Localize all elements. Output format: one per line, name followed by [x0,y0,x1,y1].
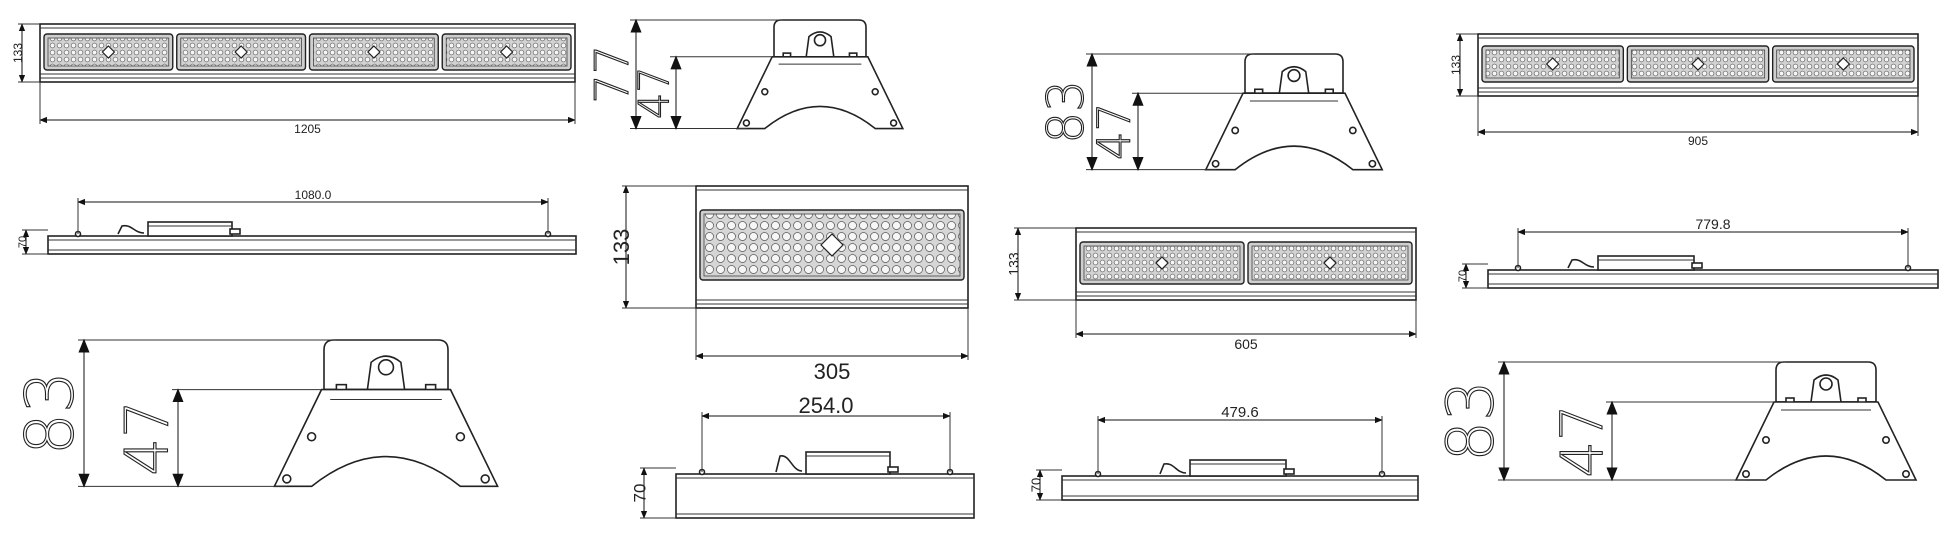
driver-box [147,221,233,237]
side-view-side-1080: 1080.0 70 [17,188,577,255]
dimension-label: 1080.0 [295,188,332,202]
driver-box [1189,459,1287,477]
center-diamond-marker [820,233,844,257]
dimension-label: 83 [1435,380,1509,461]
power-cable [117,224,145,235]
dimension-label: 47 [1088,103,1141,160]
dimension-label: 1205 [294,122,321,136]
dimension-label: 254.0 [798,393,853,418]
hanger-hole [813,33,827,47]
led-array [1083,245,1241,281]
dimension-label: 70 [17,236,29,248]
dimension-label: 905 [1688,134,1708,148]
reflector-arch [1734,401,1918,481]
dimension-label: 305 [814,359,851,384]
fastener-screw [1902,469,1911,478]
dimension-label: 133 [1449,55,1463,75]
center-diamond-marker [367,45,381,59]
side-view-side-479: 479.6 70 [1028,404,1419,501]
fastener-screw [1368,159,1377,168]
dimension-label: 779.8 [1695,216,1730,232]
center-diamond-marker [1545,57,1560,71]
hanger-hole [1819,377,1833,391]
center-diamond-marker [1836,57,1851,71]
cable-gland [1283,468,1295,475]
fastener-screw [871,88,879,96]
front-view-front-1205: 1205 133 [11,23,576,136]
cable-gland [229,228,241,235]
bracket-view-bracket-83-47-large: 83 47 [11,338,499,488]
dimension-label: 47 [1549,404,1616,477]
dimension-label: 83 [1037,80,1095,144]
dimension-label: 70 [1028,478,1043,492]
fastener-screw [742,119,751,127]
fastener-screw [480,474,490,484]
center-diamond-marker [1155,256,1169,270]
dimension-label: 47 [114,400,183,476]
fastener-screw [761,88,769,96]
driver-box [1597,255,1695,271]
hanger-hole [377,359,395,376]
power-cable [775,455,803,473]
dimension-label: 133 [11,43,25,63]
fastener-screw [1762,435,1771,444]
fastener-screw [306,431,317,442]
reflector-arch [735,56,905,130]
front-view-front-305: 305 133 [609,185,969,384]
power-cable [1159,463,1187,475]
front-view-front-605: 605 133 [1006,227,1417,352]
dimension-label: 70 [630,484,649,503]
hanger-hole [1287,68,1301,83]
fastener-screw [1348,126,1357,135]
fastener-screw [455,431,466,442]
fixture-body [47,235,577,255]
dimension-label: 83 [11,371,88,455]
center-diamond-marker [101,45,116,59]
cable-gland [1691,262,1703,269]
fastener-screw [1882,435,1891,444]
fastener-screw [1231,126,1240,135]
fastener-screw [282,474,292,484]
dimension-label: 605 [1234,336,1258,352]
fixture-body [675,473,975,519]
side-view-side-254: 254.0 70 [630,393,975,519]
fastener-screw [889,119,898,127]
front-view-front-905: 905 133 [1449,33,1919,148]
dimension-label: 70 [1457,270,1469,282]
bracket-view-bracket-83-47-right: 83 47 [1434,360,1918,482]
reflector-arch [273,388,499,488]
dimension-label: 77 [585,45,639,104]
center-diamond-marker [499,45,514,59]
driver-box [805,451,891,475]
led-array [313,37,435,67]
reflector-arch [1204,92,1384,171]
dimension-label: 479.6 [1221,404,1259,421]
cable-gland [887,466,899,473]
fastener-screw [1211,159,1220,168]
power-cable [1567,258,1595,269]
center-diamond-marker [234,45,248,59]
center-diamond-marker [1323,256,1337,270]
fixture-body [1487,269,1939,289]
dimension-label: 47 [631,66,679,119]
fastener-screw [1742,469,1751,478]
center-diamond-marker [1691,57,1705,71]
dimension-label: 133 [609,229,634,266]
side-view-side-779: 779.8 70 [1457,216,1939,289]
dimension-label: 133 [1006,252,1022,276]
